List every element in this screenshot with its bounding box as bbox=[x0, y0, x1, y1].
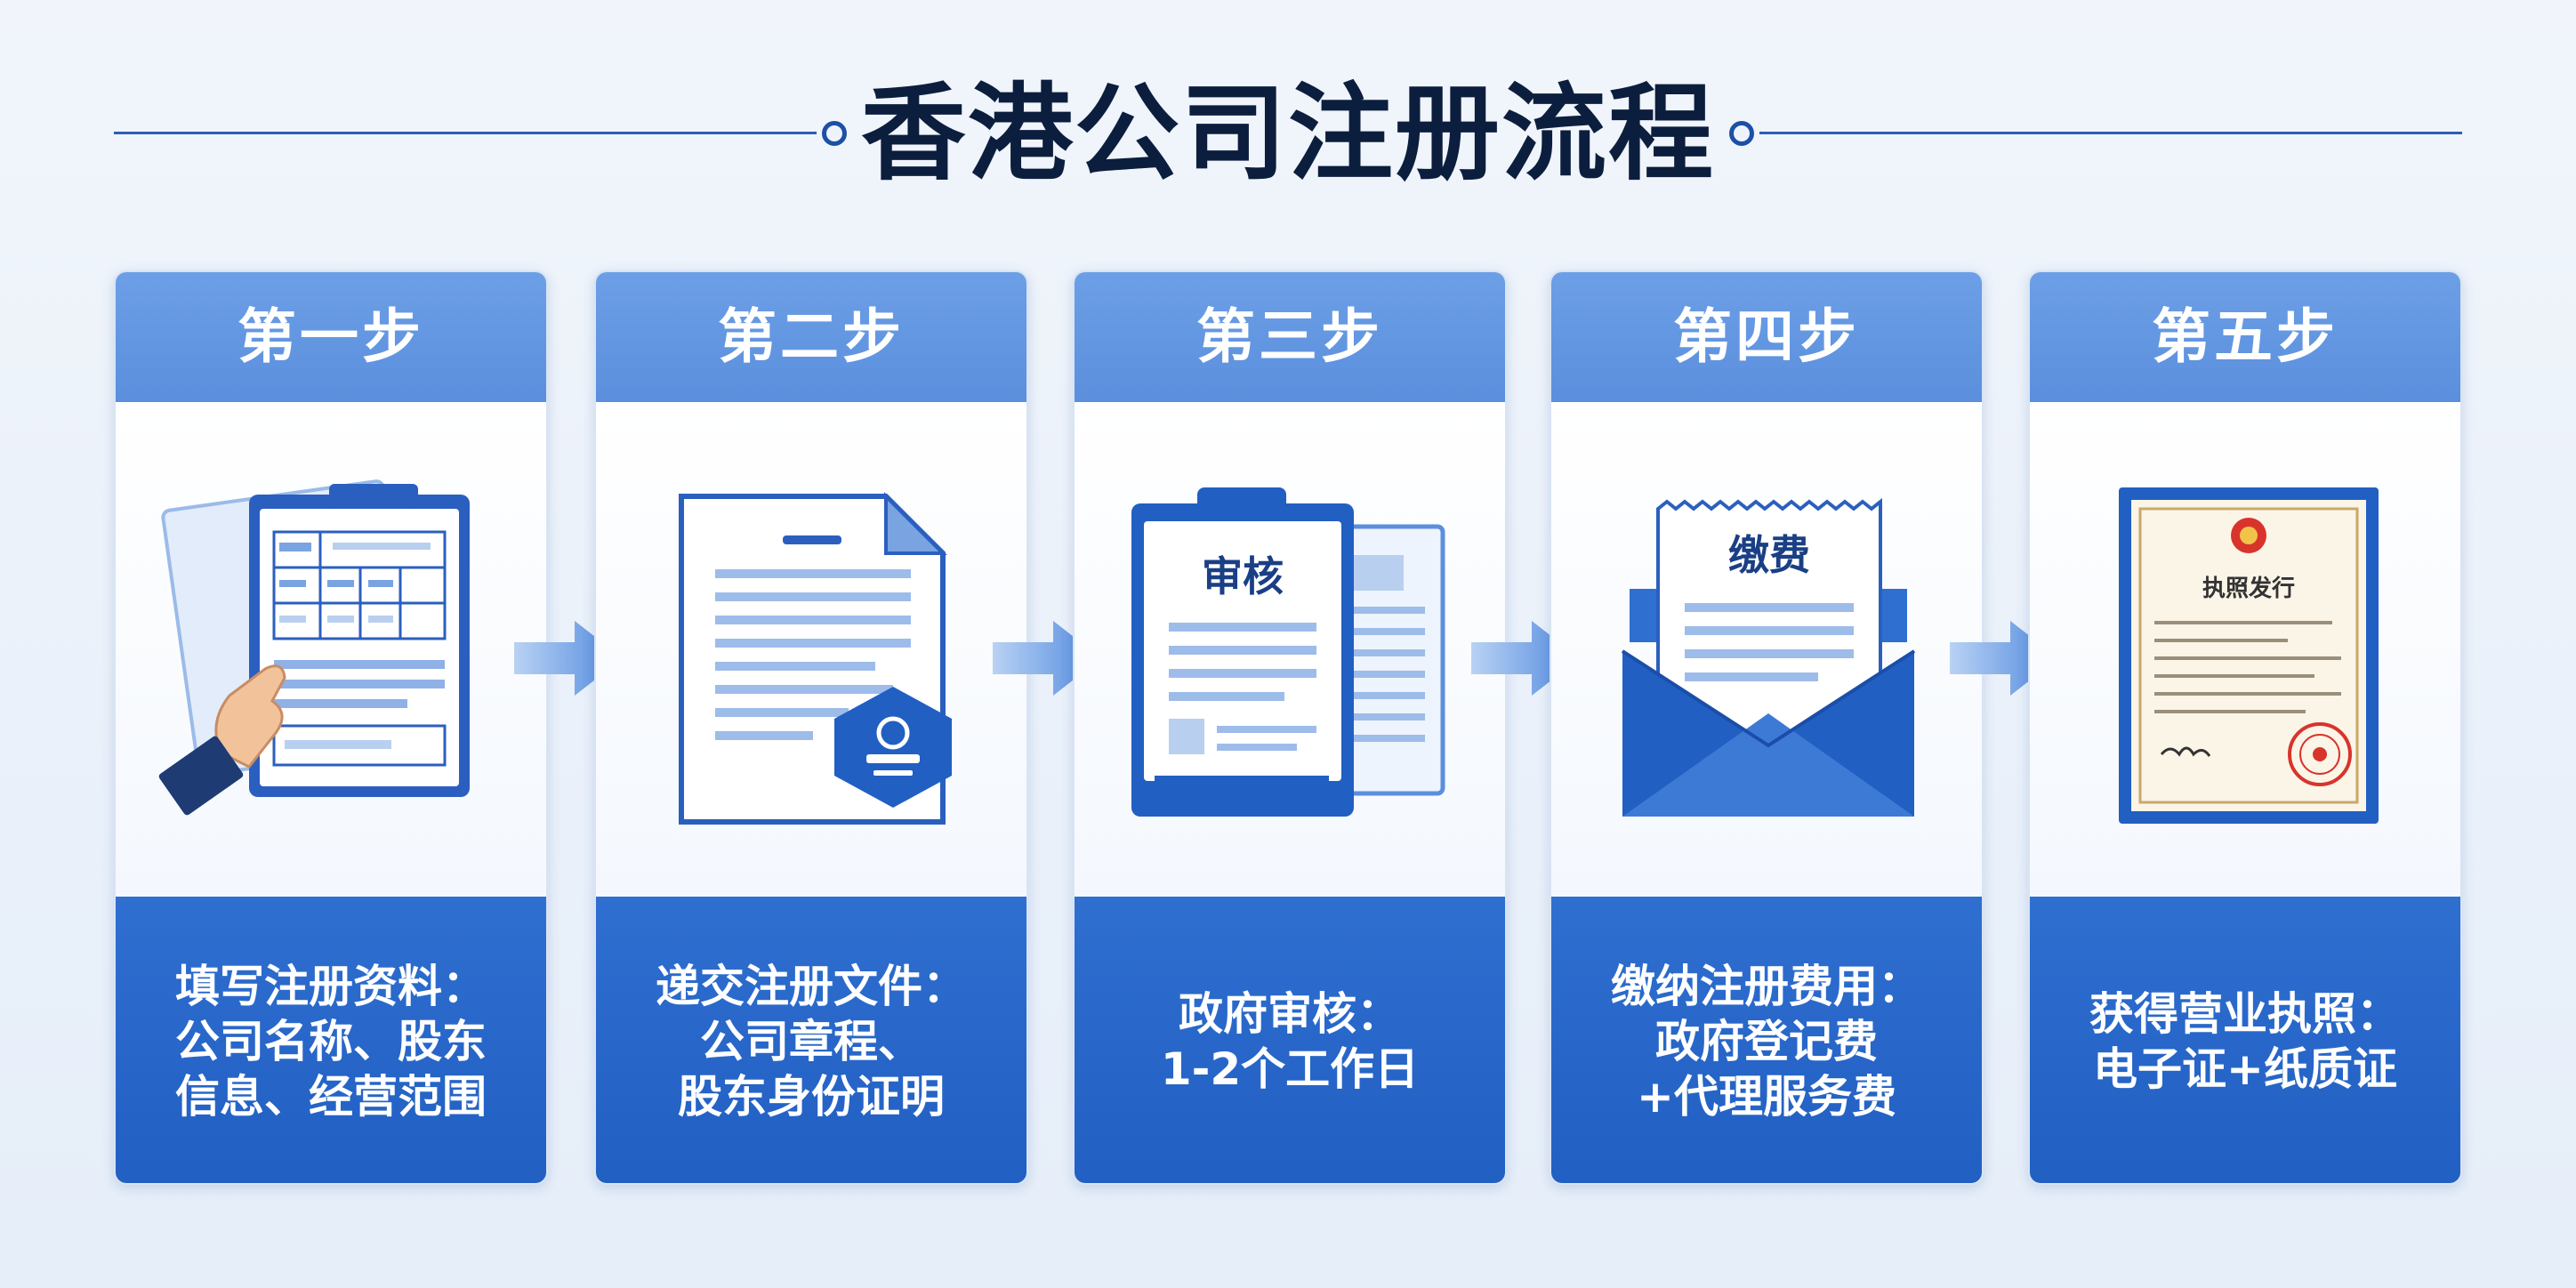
title-divider-left bbox=[114, 132, 817, 134]
envelope-receipt-icon: 缴费 bbox=[1621, 497, 1916, 817]
page-title: 香港公司注册流程 bbox=[860, 72, 1715, 195]
step-4-desc-line-3: +代理服务费 bbox=[1637, 1071, 1896, 1123]
step-2-desc-line-1: 递交注册文件： bbox=[656, 961, 967, 1012]
payment-icon-text: 缴费 bbox=[1728, 531, 1810, 579]
step-card-3: 第三步 审核 政府审核： 1-2个工作日 bbox=[1073, 270, 1507, 1185]
step-card-2: 第二步 递交注册文件： 公司章程、 股东身份证明 bbox=[594, 270, 1028, 1185]
step-4-desc-line-1: 缴纳注册费用： bbox=[1611, 961, 1922, 1012]
step-5-desc-line-2: 电子证+纸质证 bbox=[2093, 1043, 2397, 1095]
step-1-desc-line-1: 填写注册资料： bbox=[175, 961, 487, 1012]
title-dot-left bbox=[822, 121, 847, 146]
step-1-desc-line-2: 公司名称、股东 bbox=[175, 1016, 487, 1067]
step-5-description: 获得营业执照： 电子证+纸质证 bbox=[2030, 897, 2460, 1183]
document-stamp-icon bbox=[679, 492, 952, 825]
step-3-illustration: 审核 bbox=[1075, 402, 1505, 897]
step-1-illustration bbox=[116, 402, 546, 897]
step-5-desc-line-1: 获得营业执照： bbox=[2089, 988, 2401, 1040]
title-area: 香港公司注册流程 bbox=[0, 53, 2576, 213]
title-dot-right bbox=[1729, 121, 1754, 146]
step-4-illustration: 缴费 bbox=[1551, 402, 1982, 897]
step-3-desc-line-1: 政府审核： bbox=[1179, 988, 1401, 1040]
step-1-desc-line-3: 信息、经营范围 bbox=[175, 1071, 487, 1123]
step-2-desc-line-3: 股东身份证明 bbox=[678, 1071, 945, 1123]
step-5-label: 第五步 bbox=[2030, 272, 2460, 402]
step-3-label: 第三步 bbox=[1075, 272, 1505, 402]
step-2-label: 第二步 bbox=[596, 272, 1026, 402]
step-2-illustration bbox=[596, 402, 1026, 897]
step-2-desc-line-2: 公司章程、 bbox=[700, 1016, 922, 1067]
step-3-desc-line-2: 1-2个工作日 bbox=[1160, 1043, 1420, 1095]
clipboard-form-icon bbox=[158, 479, 470, 816]
license-icon-text: 执照发行 bbox=[2202, 575, 2295, 602]
step-3-description: 政府审核： 1-2个工作日 bbox=[1075, 897, 1505, 1183]
step-5-illustration: 执照发行 bbox=[2030, 402, 2460, 897]
review-icon-text: 审核 bbox=[1202, 552, 1284, 600]
business-license-icon: 执照发行 bbox=[2119, 487, 2379, 824]
title-divider-right bbox=[1759, 132, 2462, 134]
step-1-label: 第一步 bbox=[116, 272, 546, 402]
step-4-desc-line-2: 政府登记费 bbox=[1655, 1016, 1878, 1067]
step-card-4: 第四步 缴费 缴纳注册费用： 政府登记费 +代理服务费 bbox=[1550, 270, 1984, 1185]
step-card-1: 第一步 bbox=[114, 270, 548, 1185]
step-1-description: 填写注册资料： 公司名称、股东 信息、经营范围 bbox=[116, 897, 546, 1183]
step-card-5: 第五步 执照发行 获得营业执照： 电子证+纸质证 bbox=[2028, 270, 2462, 1185]
step-4-description: 缴纳注册费用： 政府登记费 +代理服务费 bbox=[1551, 897, 1982, 1183]
step-2-description: 递交注册文件： 公司章程、 股东身份证明 bbox=[596, 897, 1026, 1183]
step-4-label: 第四步 bbox=[1551, 272, 1982, 402]
review-clipboard-icon: 审核 bbox=[1131, 487, 1445, 817]
